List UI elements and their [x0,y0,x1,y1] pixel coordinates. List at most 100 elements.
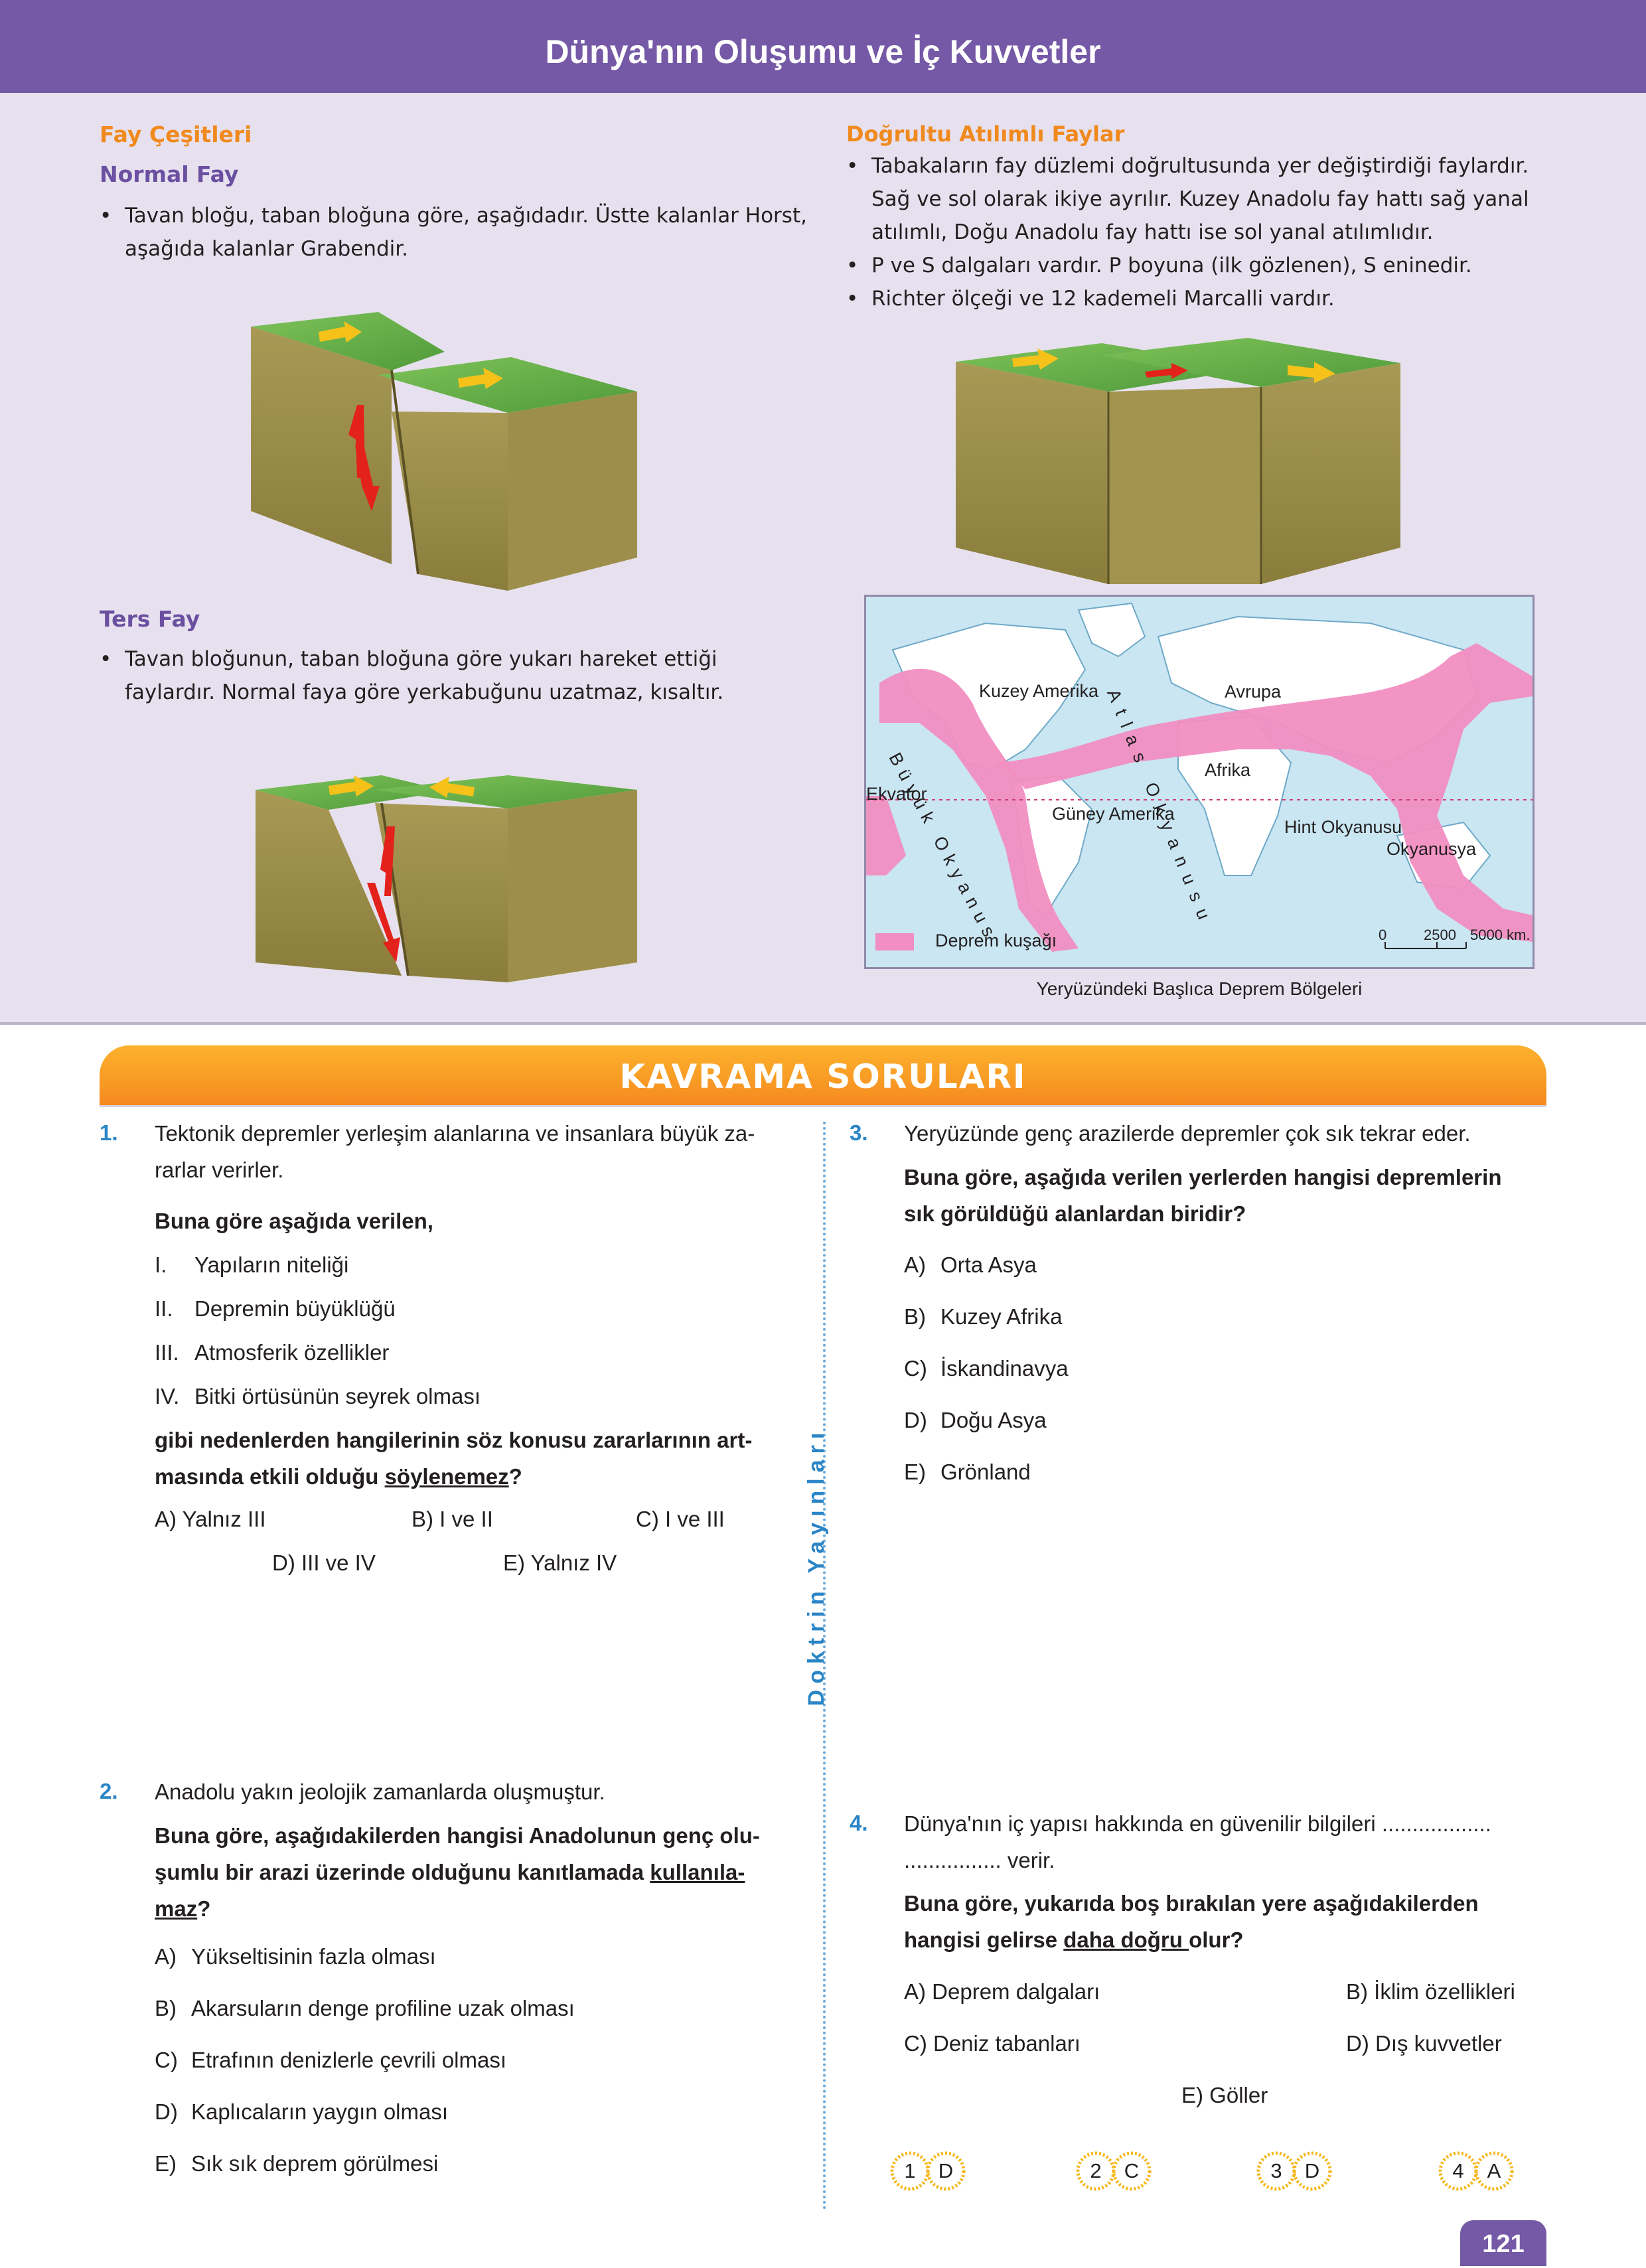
option-e[interactable]: E)Grönland [904,1460,1031,1484]
page-number-tab [1460,2220,1546,2266]
question-4-line: ................ verir. [904,1848,1055,1872]
roman-numeral: I. [155,1252,167,1277]
map-label-south-america: Güney Amerika [1052,804,1175,824]
roman-item: I. Yapıların niteliği [155,1247,686,1290]
option-d[interactable]: D) III ve IV [272,1550,376,1575]
answer-letter: A [1487,2159,1501,2182]
option-c[interactable]: C) I ve III [636,1507,725,1531]
roman-numeral: II. [155,1296,173,1321]
option-c[interactable]: C)Etrafının denizlerle çevrili olması [155,2048,507,2072]
option-b[interactable]: B) I ve II [412,1507,493,1531]
option-e[interactable]: E) Yalnız IV [503,1550,617,1575]
map-label-oceania: Okyanusya [1386,839,1477,859]
answer-number: 4 [1452,2159,1464,2182]
question-4-body: Dünya'nın iç yapısı hakkında en güvenili… [904,1805,1554,1878]
title-bar [0,0,1646,93]
question-number: 4. [850,1811,868,1835]
map-label-africa: Afrika [1205,760,1251,780]
option-c[interactable]: C) Deniz tabanları [904,2031,1081,2056]
option-e[interactable]: E) Göller [1181,2083,1268,2107]
option-c[interactable]: C)İskandinavya [904,1356,1069,1381]
emphasis-word: daha doğru [1063,1928,1189,1952]
roman-text: Atmosferik özellikler [194,1340,390,1365]
stem-line: masında etkili olduğu söylenemez? [155,1464,522,1489]
section-banner [100,1045,1546,1105]
question-1-items: I. Yapıların niteliği II. Depremin büyüklü… [155,1247,686,1422]
dogrultu-bullet: P ve S dalgaları vardır. P boyuna (ilk g… [846,249,1550,282]
dogrultu-bullets: Tabakaların fay düzlemi doğrultusunda ye… [846,149,1550,315]
option-d[interactable]: D)Doğu Asya [904,1408,1047,1432]
question-2-options: A)Yükseltisinin fazla olması B)Akarsular… [155,1944,575,2203]
answer-letter: C [1124,2159,1140,2182]
question-number: 1. [100,1120,118,1145]
roman-text: Yapıların niteliği [194,1252,349,1277]
scale-tick-2500: 2500 [1424,927,1456,943]
roman-item: IV.Bitki örtüsünün seyrek olması [155,1378,686,1422]
ters-fay-bullets: Tavan bloğunun, taban bloğuna göre yukar… [100,643,810,709]
option-b[interactable]: B)Kuzey Afrika [904,1304,1063,1329]
page-title: Dünya'nın Oluşumu ve İç Kuvvetler [545,33,1101,70]
legend-swatch [875,933,914,950]
question-3-options: A)Orta Asya B)Kuzey Afrika C)İskandinavy… [904,1252,1069,1511]
question-1-stem: gibi nedenlerden hangilerinin söz konusu… [155,1422,805,1495]
column-divider [823,1122,826,2210]
option-b[interactable]: B) İklim özellikleri [1346,1979,1515,2004]
option-b[interactable]: B)Akarsuların denge profiline uzak olmas… [155,1996,575,2020]
normal-fay-heading: Normal Fay [100,161,239,187]
option-d[interactable]: D) Dış kuvvetler [1346,2031,1502,2056]
option-d[interactable]: D)Kaplıcaların yaygın olması [155,2099,449,2124]
stem-line: Buna göre, yukarıda boş bırakılan yere a… [904,1891,1479,1916]
question-number: 2. [100,1779,118,1803]
map-label-equator: Ekvator [866,784,927,804]
question-4-line: Dünya'nın iç yapısı hakkında en güvenili… [904,1811,1491,1836]
negation-word: kullanıla- [650,1860,745,1884]
option-a[interactable]: A)Yükseltisinin fazla olması [155,1944,436,1969]
question-1-line: rarlar verirler. [155,1158,284,1182]
normal-fault-figure [251,312,637,591]
option-a[interactable]: A) Yalnız III [155,1507,266,1531]
stem-line: maz? [155,1896,211,1921]
earthquake-map: Kuzey Amerika Avrupa Afrika Güney Amerik… [864,595,1534,969]
earthquake-map-svg [866,597,1533,967]
question-1-lead: Buna göre aşağıda verilen, [155,1209,433,1233]
question-3-stem: Buna göre, aşağıda verilen yerlerden han… [904,1159,1554,1232]
reverse-fault-figure [256,775,637,982]
option-a[interactable]: A) Deprem dalgaları [904,1979,1100,2004]
negation-word: maz [155,1896,198,1921]
normal-fay-bullets: Tavan bloğu, taban bloğuna göre, aşağıda… [100,199,810,265]
roman-text: Bitki örtüsünün seyrek olması [194,1384,481,1408]
west-edge-belt [866,796,906,875]
map-label-europe: Avrupa [1225,682,1282,702]
roman-numeral: III. [155,1340,179,1365]
stem-line: sık görüldüğü alanlardan biridir? [904,1201,1246,1226]
question-1-line: Tektonik depremler yerleşim alanlarına v… [155,1121,755,1146]
answer-letter: D [938,2159,954,2182]
dogrultu-bullet: Tabakaların fay düzlemi doğrultusunda ye… [846,149,1550,249]
answer-letter: D [1304,2159,1320,2182]
answer-ring-icon [1256,2151,1332,2191]
stem-line: şumlu bir arazi üzerinde olduğunu kanıtl… [155,1860,745,1884]
alpine-himalayan-belt [999,643,1533,942]
page-number: 121 [1482,2230,1525,2258]
answer-number: 1 [904,2159,916,2182]
panel-divider [0,1022,1646,1025]
option-a[interactable]: A)Orta Asya [904,1252,1037,1277]
question-2-stem: Buna göre, aşağıdakilerden hangisi Anado… [155,1817,805,1927]
question-number: 3. [850,1120,868,1145]
ters-fay-bullet: Tavan bloğunun, taban bloğuna göre yukar… [100,643,810,709]
answer-ring-icon [1076,2151,1152,2191]
map-caption: Yeryüzündeki Başlıca Deprem Bölgeleri [1036,978,1363,999]
brand-watermark: Doktrin Yayınları [804,1426,829,1706]
strike-slip-figure [956,338,1400,584]
fay-cesitleri-heading: Fay Çeşitleri [100,121,252,147]
ters-fay-heading: Ters Fay [100,606,200,632]
option-e[interactable]: E)Sık sık deprem görülmesi [155,2151,439,2176]
stem-line: Buna göre, aşağıdakilerden hangisi Anado… [155,1823,760,1848]
normal-fay-bullet: Tavan bloğu, taban bloğuna göre, aşağıda… [100,199,810,265]
greenland [1077,602,1146,658]
stem-line: gibi nedenlerden hangilerinin söz konusu… [155,1428,753,1452]
roman-item: II. Depremin büyüklüğü [155,1290,686,1334]
roman-text: Depremin büyüklüğü [194,1296,396,1321]
